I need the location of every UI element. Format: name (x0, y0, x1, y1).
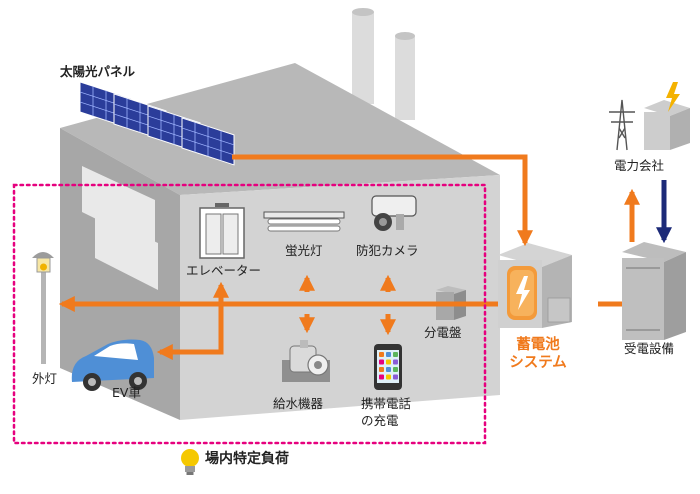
distribution-board-label: 分電盤 (424, 325, 462, 340)
phone-app-icon (379, 367, 384, 372)
water-pump-icon (282, 340, 330, 382)
phone-app-icon (386, 359, 391, 365)
security-camera-icon (371, 195, 417, 231)
camera-label: 防犯カメラ (356, 243, 419, 258)
ev-label: EV車 (112, 385, 141, 400)
lightbulb-icon (181, 449, 199, 475)
power-company-label: 電力会社 (614, 158, 665, 173)
factory-building (60, 63, 500, 420)
elevator-icon (199, 203, 245, 259)
fluorescent-light-icon (263, 211, 345, 232)
phone-label-line1: 携帯電話 (361, 396, 412, 411)
solar-panel-label: 太陽光パネル (60, 64, 136, 79)
solar-panels (79, 81, 235, 166)
phone-app-icon (379, 359, 384, 365)
phone-app-icon (393, 367, 398, 372)
fluorescent-label: 蛍光灯 (285, 243, 323, 258)
street-light-label: 外灯 (32, 371, 58, 386)
phone-app-icon (386, 352, 391, 357)
phone-app-icon (393, 359, 398, 365)
chimneys (352, 8, 415, 120)
battery-label-line2: システム (509, 355, 567, 371)
ev-car-icon (71, 339, 154, 391)
phone-app-icon (379, 352, 384, 357)
receiving-equipment (622, 242, 686, 340)
power-tower-icon (609, 99, 635, 151)
water-supply-label: 給水機器 (273, 396, 324, 411)
street-light-icon (32, 252, 54, 364)
phone-app-icon (393, 374, 398, 380)
power-flow-lines (58, 154, 641, 361)
phone-app-icon (379, 374, 384, 380)
phone-app-icon (393, 352, 398, 357)
lightning-bolt-icon (666, 82, 680, 112)
elevator-label: エレベーター (186, 263, 262, 278)
specific-load-boundary (12, 183, 487, 445)
battery-label-line1: 蓄電池 (516, 337, 560, 353)
phone-app-icon (386, 367, 391, 372)
phone-label-line2: の充電 (361, 413, 399, 428)
legend-label: 場内特定負荷 (205, 451, 289, 467)
battery-system (498, 243, 572, 328)
solar-panel (181, 117, 235, 166)
power-company (609, 99, 690, 151)
phone-app-icon (386, 374, 391, 380)
mobile-phone-icon (374, 344, 402, 390)
receiving-label: 受電設備 (624, 341, 675, 356)
